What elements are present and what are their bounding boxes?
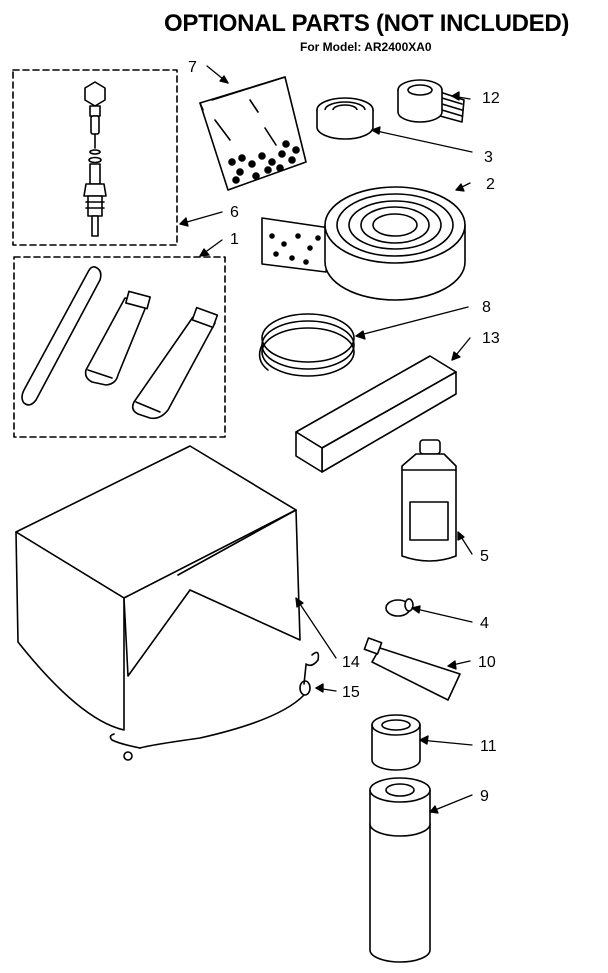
callout-14: 14: [342, 654, 360, 671]
callout-13: 13: [482, 330, 500, 347]
part-7-hardware-bag: [199, 76, 307, 191]
part-2-insulation-roll: [261, 186, 466, 301]
callout-2: 2: [486, 176, 495, 193]
part-3-foam-tape: [316, 97, 374, 140]
callout-8: 8: [482, 299, 491, 316]
callout-7: 7: [188, 59, 197, 76]
part-14-cover: [15, 445, 301, 731]
callout-11: 11: [480, 738, 497, 755]
part-15-cord: [109, 651, 320, 761]
leader-lines: [179, 65, 473, 814]
callout-10: 10: [478, 654, 496, 671]
callout-1: 1: [230, 231, 239, 248]
callout-3: 3: [484, 149, 493, 166]
part-5-bottle: [401, 439, 457, 562]
callout-9: 9: [480, 788, 489, 805]
part-12-tape-roll: [397, 79, 465, 123]
part-1-sealant-kit: [13, 256, 226, 438]
callout-12: 12: [482, 90, 500, 107]
part-6-valve-kit: [12, 69, 178, 246]
page-title: OPTIONAL PARTS (NOT INCLUDED): [164, 10, 570, 37]
callout-15: 15: [342, 684, 360, 701]
callout-6: 6: [230, 204, 239, 221]
part-11-short-roll: [371, 714, 421, 771]
part-4-small-cap: [385, 598, 414, 617]
part-10-tube: [363, 637, 461, 701]
model-subtitle: For Model: AR2400XA0: [300, 40, 432, 54]
part-9-aerosol-can: [369, 777, 431, 963]
callout-4: 4: [480, 615, 489, 632]
part-8-wire-coil: [258, 313, 355, 377]
callout-5: 5: [480, 548, 489, 565]
part-13-foam-block: [295, 355, 457, 473]
